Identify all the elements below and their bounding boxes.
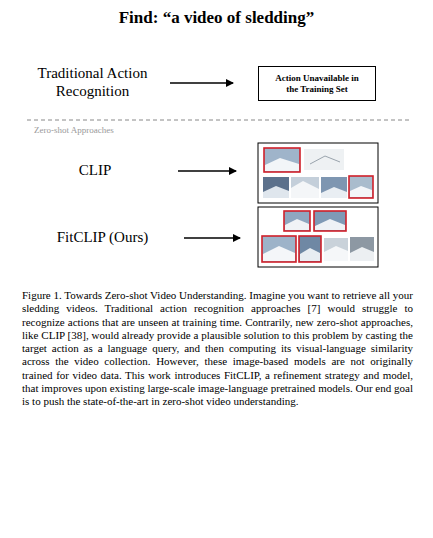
section-label: Zero-shot Approaches [34,124,174,136]
arrow [178,170,236,171]
arrow [170,82,233,83]
method-label: Traditional Action Recognition [30,64,155,100]
figure-caption: Figure 1. Towards Zero-shot Video Unders… [22,289,413,409]
method-label: CLIP [40,161,150,179]
node-text-group: Action Unavailable in the Training Set [271,73,363,95]
arrow [184,237,240,238]
clip-results-box [258,143,378,203]
result-box: Action Unavailable in the Training Set [258,66,376,101]
figure-title: Find: “a video of sledding” [0,8,433,28]
box-text: Action Unavailable in the Training Set [271,73,363,95]
fitclip-results-box [258,207,378,267]
dashed-divider [27,120,410,121]
method-label: FitCLIP (Ours) [30,228,175,246]
